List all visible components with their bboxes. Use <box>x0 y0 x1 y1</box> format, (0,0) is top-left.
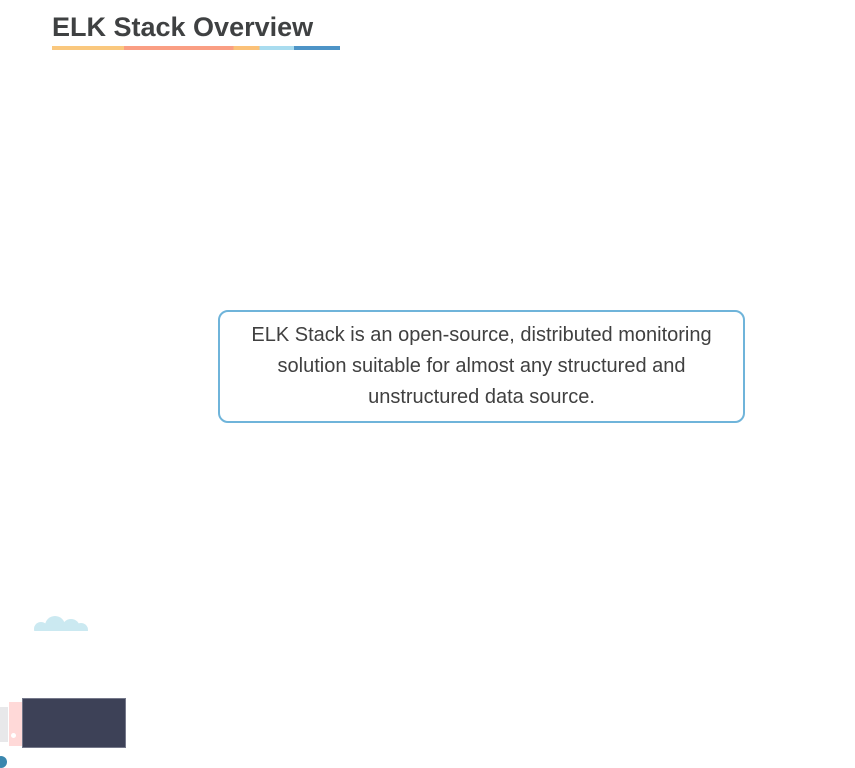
page-title: ELK Stack Overview <box>52 12 314 42</box>
illustration-gray-strip <box>0 707 8 742</box>
title-underline-accent <box>52 46 340 50</box>
callout-text: ELK Stack is an open-source, distributed… <box>251 324 712 408</box>
bottom-left-illustration <box>0 300 160 768</box>
illustration-pink-strip <box>9 702 22 746</box>
illustration-white-dot <box>11 733 16 738</box>
cloud-icon <box>34 616 88 631</box>
illustration-navy-rectangle <box>22 698 126 748</box>
slide: ELK Stack Overview ELK Stack is an open-… <box>0 11 745 768</box>
title-block: ELK Stack Overview <box>52 11 340 50</box>
description-callout: ELK Stack is an open-source, distributed… <box>218 310 745 423</box>
illustration-teal-circle <box>0 756 7 768</box>
